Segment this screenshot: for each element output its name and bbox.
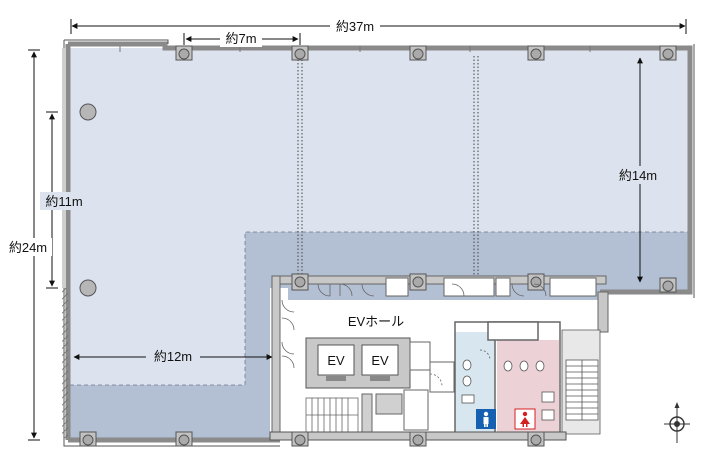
elevator-hall-label: EVホール [348,314,404,329]
columns-interior [79,103,97,297]
dim-depth-front: 約14m [619,168,657,183]
core-columns [291,273,677,293]
stairs-core [305,397,359,433]
male-restroom-icon [476,409,496,429]
female-restroom-icon [514,408,536,430]
dim-total-depth: 約24m [9,240,47,255]
elevator-1-box [317,344,355,376]
elevator-1-label: EV [327,353,345,368]
stairs-right [561,329,601,435]
office-area-light [70,48,690,385]
dim-core-offset: 約12m [154,349,192,364]
elevator-2-label: EV [371,353,389,368]
elevator-block [305,337,431,389]
compass-icon [664,402,690,443]
dim-total-width: 約37m [336,19,374,34]
elevator-2-box [361,344,399,376]
dim-depth-core: 約11m [45,194,82,209]
dim-bay-width: 約7m [225,31,256,46]
